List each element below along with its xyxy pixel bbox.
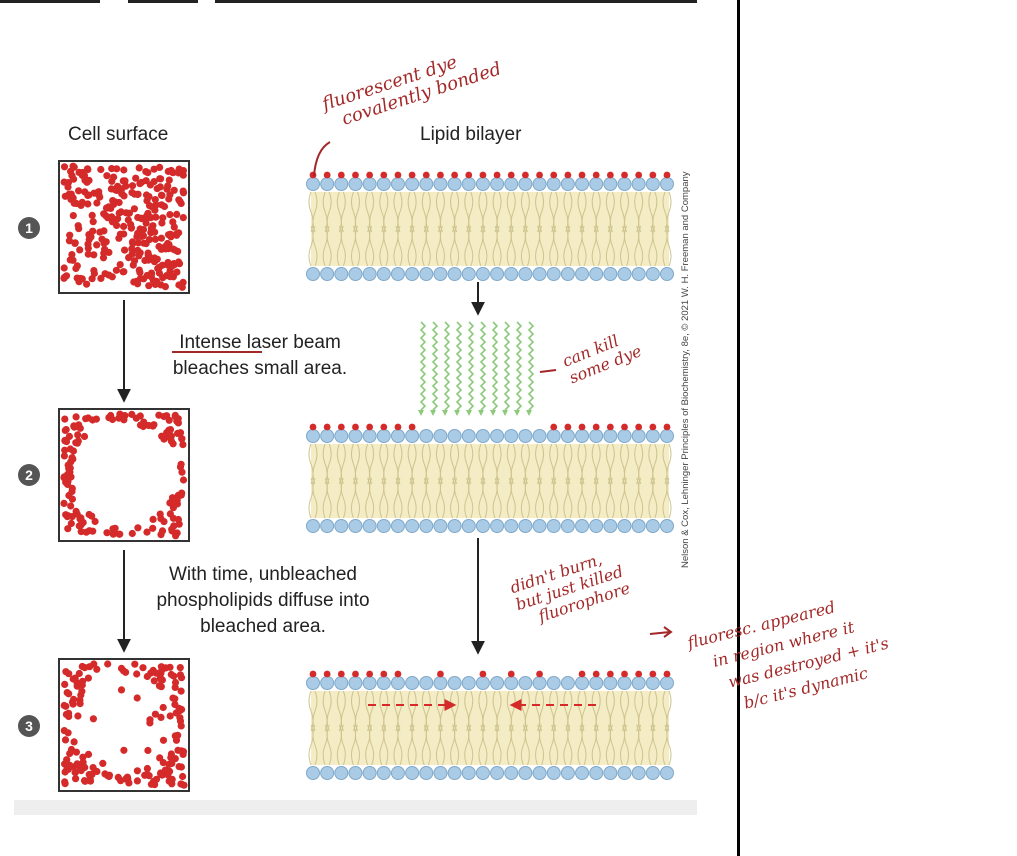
cell-surface-heading: Cell surface	[68, 124, 169, 145]
caption-line: bleaches small area.	[172, 358, 348, 379]
caption-line: phospholipids diffuse into	[156, 590, 370, 611]
figure-bottom-band	[14, 800, 697, 815]
step-badge-1: 1	[18, 217, 40, 239]
page-divider	[737, 0, 740, 856]
cell-surface-box-3	[58, 658, 190, 792]
dye-note: fluorescent dye covalently bonded	[320, 40, 504, 134]
caption-line: bleached area.	[200, 616, 326, 637]
credit-line: Nelson & Cox, Lehninger Principles of Bi…	[680, 171, 691, 568]
caption-step-1: Intense laser beam bleaches small area.	[148, 330, 372, 382]
top-rule	[0, 0, 100, 3]
caption-line: With time, unbleached	[169, 564, 357, 585]
caption-line: Intense laser beam	[179, 332, 341, 353]
lipid-bilayer-heading: Lipid bilayer	[420, 124, 522, 145]
cell-surface-box-1	[58, 160, 190, 294]
step-badge-3: 3	[18, 715, 40, 737]
cell-surface-box-2	[58, 408, 190, 542]
step-badge-2: 2	[18, 464, 40, 486]
top-rule	[128, 0, 198, 3]
top-rule	[215, 0, 697, 3]
return-note: fluoresc. appeared in region where it wa…	[685, 585, 897, 725]
caption-step-2: With time, unbleached phospholipids diff…	[128, 562, 398, 640]
